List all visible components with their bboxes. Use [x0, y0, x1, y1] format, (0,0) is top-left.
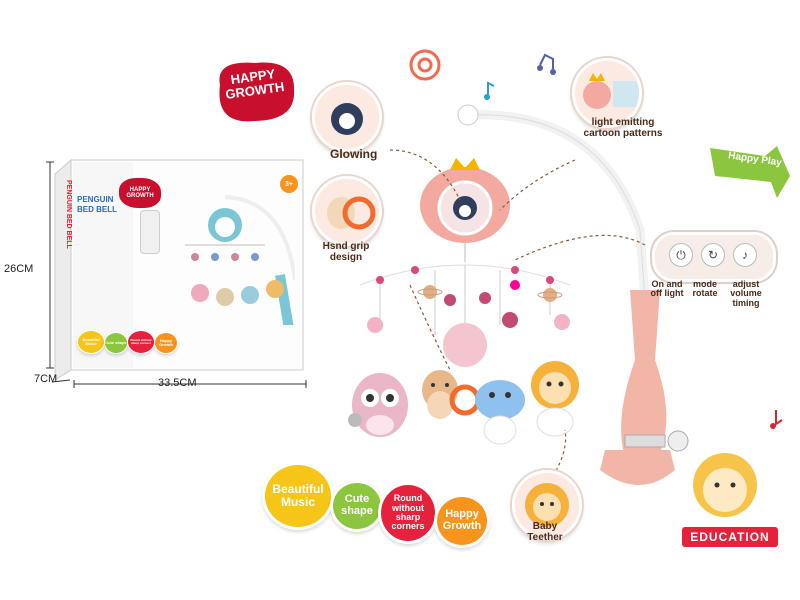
power-icon: ⏻ [669, 243, 693, 267]
happy-play-arrow [710, 146, 790, 198]
box-mobile-image [185, 195, 295, 325]
rotate-icon: ↻ [701, 243, 725, 267]
box-age-badge: 3+ [280, 175, 298, 193]
volume-icon: ♪ [733, 243, 757, 267]
feature-bubbles: Beautiful Music Cute shape Round without… [262, 452, 502, 562]
box-feature-round: Round without sharp corners [127, 330, 155, 354]
dim-height: 26CM [4, 263, 34, 275]
controls-callout: ⏻ ↻ ♪ [652, 232, 776, 282]
dim-depth: 7CM [34, 373, 58, 385]
box-remote-image [140, 210, 160, 254]
box-feature-growth: Happy Growth [154, 332, 178, 354]
box-happy-growth-badge: HAPPY GROWTH [119, 178, 161, 208]
feature-cute-shape: Cute shape [330, 480, 384, 532]
hand-grip-callout-label: Hsnd grip design [322, 241, 370, 263]
baby-teether-callout-label: Baby Teether [527, 521, 563, 543]
happy-growth-badge-shape [219, 62, 295, 122]
glowing-callout-image [312, 82, 382, 152]
glowing-callout-label: Glowing [330, 147, 378, 161]
box-title: PENGUIN BED BELL [77, 195, 117, 214]
product-box: PENGUIN BED BELL PENGUIN BED BELL HAPPY … [54, 158, 304, 381]
light-emitting-callout-label: light emitting cartoon patterns [583, 117, 663, 139]
light-emitting-callout-image [572, 58, 642, 128]
baby-mobile-illustration [348, 49, 783, 517]
control-label-light: On and off light [650, 279, 684, 299]
feature-happy-growth: Happy Growth [434, 494, 490, 548]
box-feature-row: Beautiful Music Cute shape Round without… [77, 330, 227, 360]
feature-round-corners: Round without sharp corners [378, 482, 438, 544]
education-badge: EDUCATION [682, 527, 778, 547]
hand-grip-callout-image [312, 176, 382, 246]
feature-beautiful-music: Beautiful Music [262, 462, 334, 530]
control-label-volume: adjust volume timing [730, 279, 762, 308]
baby-teether-callout-image [512, 470, 582, 540]
box-side-title: PENGUIN BED BELL [65, 180, 72, 249]
dim-width: 33.5CM [158, 377, 197, 389]
dimension-lines [46, 161, 307, 388]
control-label-mode: mode rotate [692, 279, 718, 299]
